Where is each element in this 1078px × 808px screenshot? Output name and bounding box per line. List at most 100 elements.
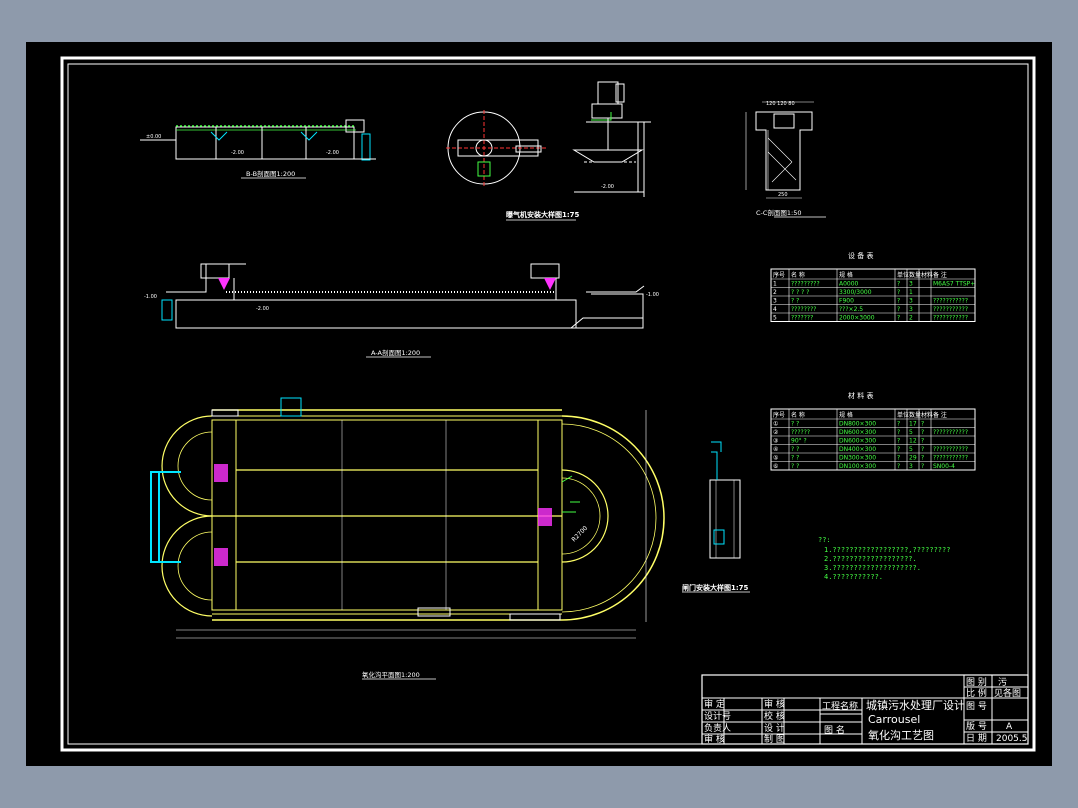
svg-text:-2.00: -2.00 <box>256 306 269 312</box>
mat-cell: ?????? <box>791 429 810 436</box>
svg-text:-1.00: -1.00 <box>646 292 659 298</box>
equip-cell: ? ? ? ? <box>791 289 809 296</box>
mat-cell: ? <box>897 421 900 428</box>
section-cc: 120 120 80 250 C-C剖面图1:50 <box>745 101 826 218</box>
tb-drafter: 制 图 <box>764 733 785 745</box>
mat-cell: ? ? <box>791 446 799 453</box>
equip-cell: 4 <box>773 306 777 313</box>
svg-text:-2.00: -2.00 <box>601 184 614 190</box>
mat-cell: DN300×300 <box>839 455 876 462</box>
tb-sheet-value: 污 <box>998 676 1007 688</box>
equip-cell: 2 <box>773 289 777 296</box>
equip-cell: 2000×3000 <box>839 315 875 322</box>
equip-cell: 1 <box>909 289 913 296</box>
tb-scale-value: 见各图 <box>994 687 1021 699</box>
tb-version-label: 版 号 <box>966 720 987 732</box>
tb-design-no: 设计号 <box>704 710 731 722</box>
tb-scale-label: 比 例 <box>966 687 987 699</box>
note-line-3: 3.????????????????????. <box>824 564 921 572</box>
mat-header: 数量 <box>909 411 921 419</box>
section-cc-label: C-C剖面图1:50 <box>756 208 802 217</box>
tb-review: 审 核 <box>704 733 725 745</box>
tb-date-label: 日 期 <box>966 733 987 744</box>
mat-header: 材料 <box>921 411 933 419</box>
mat-cell: ? <box>921 421 924 428</box>
tb-drawing-no-label: 图 号 <box>966 701 987 712</box>
mat-cell: SN00-4 <box>933 463 955 470</box>
mat-cell: ? <box>897 446 900 453</box>
gate-detail-label: 闸门安装大样图1:75 <box>682 583 749 592</box>
mat-cell: ④ <box>773 446 778 453</box>
mat-cell: 29 <box>909 455 917 462</box>
tb-responsible: 负责人 <box>704 722 731 734</box>
inner-frame <box>67 63 1029 745</box>
equip-cell: M6AS7 TTSP+ <box>933 281 975 288</box>
mat-cell: ? <box>897 429 900 436</box>
section-bb-label: B-B剖面图1:200 <box>246 169 295 178</box>
mat-cell: 90° ? <box>791 438 807 445</box>
equip-cell: ???×2.5 <box>839 306 863 313</box>
equip-cell: 3 <box>909 306 913 313</box>
equip-header: 名 称 <box>791 271 805 279</box>
mat-cell: 5 <box>909 446 913 453</box>
mat-cell: DN400×300 <box>839 446 876 453</box>
equip-cell: 3 <box>909 281 913 288</box>
equip-header: 序号 <box>773 271 785 279</box>
mat-cell: ⑤ <box>773 455 778 462</box>
tb-figure-label: 图 名 <box>824 724 845 736</box>
svg-text:-2.00: -2.00 <box>326 150 339 156</box>
mat-cell: ??????????? <box>933 429 968 436</box>
equip-cell: 3 <box>909 298 913 305</box>
mat-cell: ? <box>897 455 900 462</box>
mat-cell: 17 <box>909 421 917 428</box>
mat-header: 单位 <box>897 411 909 419</box>
equip-cell: A0000 <box>839 281 859 288</box>
equip-cell: ? <box>897 281 900 288</box>
mat-cell: ② <box>773 429 779 436</box>
tb-drawing-name-1: Carrousel <box>868 713 920 726</box>
equip-cell: ? <box>897 315 900 322</box>
mat-header: 序号 <box>773 411 785 419</box>
equipment-table-title: 设 备 表 <box>848 251 873 260</box>
equip-cell: ??????????? <box>933 298 968 305</box>
svg-text:-1.00: -1.00 <box>144 294 157 300</box>
mat-header: 规 格 <box>839 411 853 419</box>
mat-cell: ? <box>921 446 924 453</box>
equip-cell: 3300/3000 <box>839 289 872 296</box>
equip-cell: ? <box>897 306 900 313</box>
mat-cell: ⑥ <box>773 463 778 470</box>
plan-radius: R2700 <box>570 525 589 544</box>
equip-header: 备 注 <box>933 271 947 279</box>
section-bb: ±0.00 -2.00 -2.00 B-B剖面图1:200 <box>140 119 376 179</box>
tb-project-label: 工程名称 <box>822 700 858 712</box>
equip-cell: ? <box>897 289 900 296</box>
tb-check: 校 核 <box>764 710 785 722</box>
equip-cell: 5 <box>773 315 777 322</box>
gate-detail: 闸门安装大样图1:75 <box>682 441 750 593</box>
equip-cell: ? ? <box>791 298 799 305</box>
tb-approve: 审 定 <box>704 698 725 710</box>
equip-cell: F900 <box>839 298 854 305</box>
mat-cell: ③ <box>773 438 778 445</box>
mat-cell: 3 <box>909 463 913 470</box>
material-table: 序号名 称规 格单位数量材料备 注①? ?DN800×300?17?②?????… <box>770 408 976 471</box>
material-table-title: 材 料 表 <box>848 391 873 400</box>
equip-cell: 1 <box>773 281 777 288</box>
section-aa-label: A-A剖面图1:200 <box>371 348 420 357</box>
tb-review-top: 审 核 <box>764 698 785 710</box>
tb-sheet-type: 图 别 <box>966 677 987 688</box>
svg-text:-2.00: -2.00 <box>231 150 244 156</box>
mat-cell: DN800×300 <box>839 421 876 428</box>
note-line-2: 2.???????????????????. <box>824 555 917 563</box>
svg-text:250: 250 <box>778 192 788 198</box>
note-line-1: 1.??????????????????,????????? <box>824 546 950 554</box>
mat-header: 名 称 <box>791 411 805 419</box>
equip-header: 规 格 <box>839 271 853 279</box>
mat-cell: 5 <box>909 429 913 436</box>
mat-cell: ? <box>921 455 924 462</box>
tb-drawing-name-2: 氧化沟工艺图 <box>868 728 934 742</box>
equip-cell: ????????? <box>791 281 820 288</box>
mat-cell: DN600×300 <box>839 429 876 436</box>
svg-text:120 120 80: 120 120 80 <box>766 101 795 107</box>
